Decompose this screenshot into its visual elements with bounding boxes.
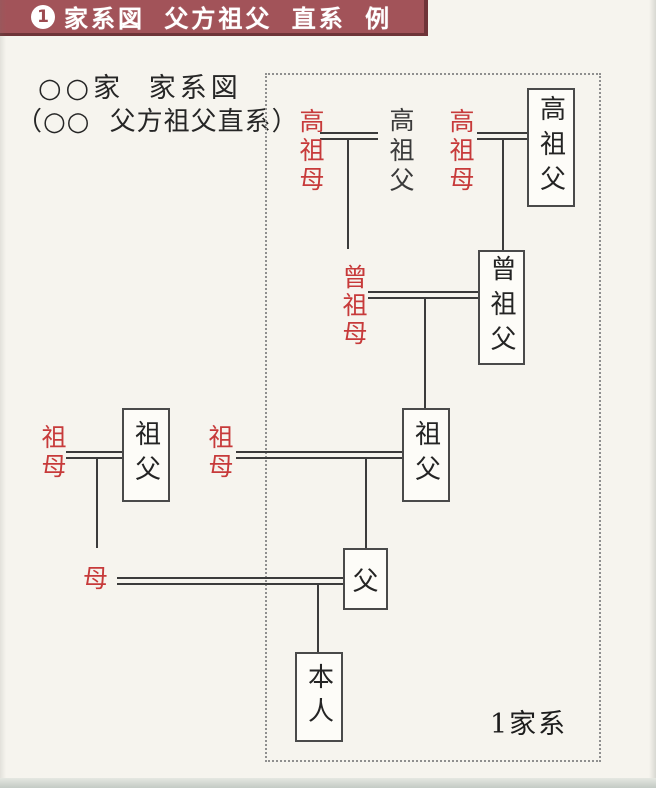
label-great-great-grandfather-plain: 高祖父 <box>386 107 415 197</box>
scan-edge-left <box>0 0 6 788</box>
chart-subtitle: （○○ 父方祖父直系） <box>16 107 299 137</box>
section-title: 家系図 父方祖父 直系 例 <box>64 5 393 33</box>
descent-line-to-mother <box>96 458 98 548</box>
label-great-grandmother: 曾祖母 <box>339 264 368 348</box>
section-header-banner: 1 家系図 父方祖父 直系 例 <box>0 0 428 36</box>
marriage-line-great-great-grandparents-left <box>320 132 378 140</box>
scan-edge-bottom <box>0 778 656 788</box>
node-grandfather-outside-box: 祖父 <box>122 408 170 502</box>
node-self-box: 本人 <box>295 652 343 742</box>
chart-title: ○○家 家系図 <box>38 73 242 104</box>
descent-line-to-self <box>317 584 319 654</box>
descent-line-to-great-grandmother <box>347 139 349 249</box>
descent-line-to-father <box>365 458 367 550</box>
marriage-line-parents <box>117 577 345 585</box>
descent-line-to-great-grandfather <box>502 139 504 252</box>
descent-line-to-grandfather <box>424 298 426 410</box>
scan-edge-right <box>649 0 656 788</box>
label-great-great-grandmother-right: 高祖母 <box>446 108 475 195</box>
family-line-count-label: 1家系 <box>490 709 568 740</box>
label-great-great-grandmother-left: 高祖母 <box>296 108 325 195</box>
label-mother: 母 <box>83 564 113 593</box>
label-grandmother-inside: 祖母 <box>205 424 234 482</box>
direct-line-dotted-frame <box>265 73 601 762</box>
node-father-box: 父 <box>343 548 388 610</box>
marriage-line-grandparents-inside <box>236 451 404 459</box>
label-grandmother-outside: 祖母 <box>38 424 67 482</box>
circled-number-icon: 1 <box>31 4 55 29</box>
node-great-grandfather-box: 曾祖父 <box>478 250 525 365</box>
marriage-line-grandparents-outside <box>66 451 124 459</box>
node-great-great-grandfather-box: 高祖父 <box>527 88 575 207</box>
node-grandfather-inside-box: 祖父 <box>402 408 450 502</box>
